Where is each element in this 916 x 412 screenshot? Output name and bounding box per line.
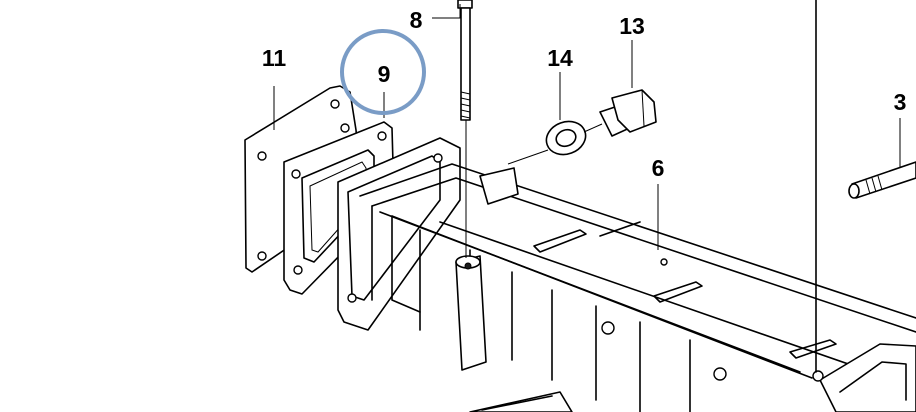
highlight-circle (340, 29, 426, 115)
callout-11: 11 (262, 45, 287, 71)
callout-3: 3 (894, 89, 907, 115)
callout-13: 13 (619, 13, 645, 39)
part-14-washer[interactable] (542, 116, 591, 160)
callout-8: 8 (410, 7, 423, 33)
leader-lines (273, 4, 901, 250)
callout-9: 9 (378, 61, 391, 87)
part-6-manifold[interactable] (337, 137, 916, 412)
part-13-plug[interactable] (507, 89, 657, 165)
part-3-stud[interactable] (848, 161, 916, 199)
part-8-bolt[interactable] (457, 0, 473, 258)
callout-6: 6 (652, 155, 665, 181)
callout-14: 14 (547, 45, 573, 71)
